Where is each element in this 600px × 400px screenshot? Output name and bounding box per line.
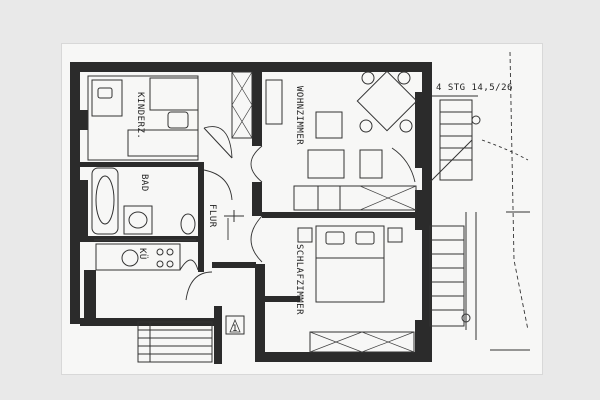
wardrobe-hatch [231, 71, 253, 139]
label-schlafzimmer: SCHLAFZIMMER [294, 244, 304, 315]
stairwell-right [429, 51, 530, 351]
entry-marker: 1 [225, 315, 245, 335]
living-room-furniture [265, 70, 418, 211]
label-bad: BAD [139, 174, 149, 192]
label-flur: FLUR [207, 204, 217, 228]
kitchen-fixtures [95, 243, 199, 271]
kinderzimmer-furniture [87, 75, 199, 161]
entry-marker-label: 1 [232, 324, 238, 334]
stairs-bottom-left [137, 321, 213, 363]
label-stair-info: 4 STG 14,5/26 [436, 83, 513, 93]
corridor-doors [185, 126, 263, 301]
bathroom-fixtures [91, 167, 196, 241]
room-labels: KINDERZ. BAD KÜ FLUR WOHNZIMMER SCHLAFZI… [135, 83, 513, 315]
bedroom-furniture [297, 225, 415, 353]
label-kinderzimmer: KINDERZ. [135, 92, 145, 139]
label-wohnzimmer: WOHNZIMMER [294, 86, 304, 145]
interior-walls [78, 72, 425, 364]
label-kueche: KÜ [137, 248, 148, 260]
